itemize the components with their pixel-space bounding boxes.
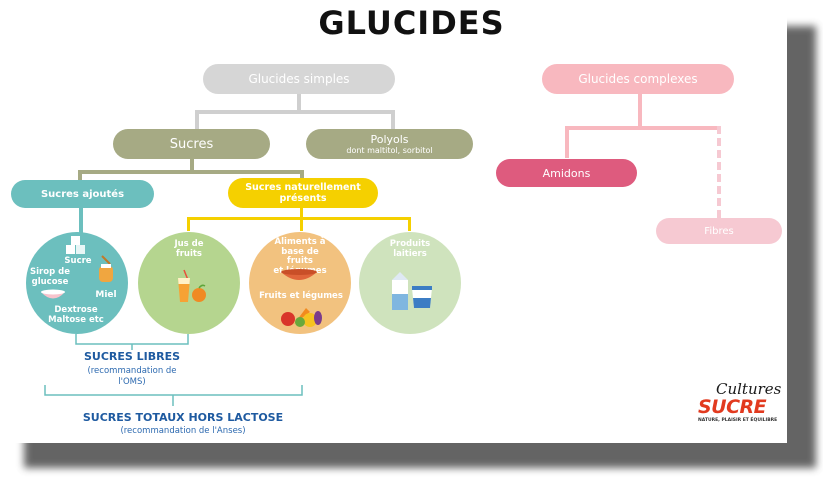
honey-jar-icon bbox=[99, 255, 113, 282]
circle-produits-laitiers bbox=[359, 232, 461, 334]
connector bbox=[78, 170, 304, 174]
node-glucides-simples: Glucides simples bbox=[203, 64, 395, 94]
connector bbox=[408, 217, 411, 231]
fruits-vegetables-icon bbox=[281, 308, 322, 327]
node-sucres-naturels: Sucres naturellement présents bbox=[228, 178, 378, 208]
connector bbox=[391, 110, 395, 130]
connector bbox=[187, 217, 190, 231]
label-sucre: Sucre bbox=[64, 256, 92, 266]
node-fibres: Fibres bbox=[656, 218, 782, 244]
connector bbox=[190, 159, 194, 173]
connector bbox=[297, 94, 301, 112]
connector bbox=[300, 206, 303, 218]
label-sucres-libres: SUCRES LIBRES bbox=[83, 350, 181, 363]
connector bbox=[300, 170, 304, 182]
syrup-bowl-icon bbox=[41, 289, 65, 299]
connector bbox=[78, 170, 82, 182]
page-title: GLUCIDES bbox=[318, 4, 505, 42]
connector bbox=[565, 126, 721, 130]
label-fruits-legumes: Fruits et légumes bbox=[259, 291, 343, 301]
node-sucres: Sucres bbox=[113, 129, 270, 159]
juice-glass-icon bbox=[178, 269, 206, 302]
logo-script: Cultures bbox=[716, 380, 782, 398]
connector bbox=[195, 110, 395, 114]
logo-cultures-sucre: Cultures SUCRE NATURE, PLAISIR ET ÉQUILI… bbox=[696, 380, 782, 438]
connector bbox=[565, 126, 569, 158]
soup-bowl-icon bbox=[281, 269, 317, 280]
sugar-cubes-icon bbox=[66, 236, 85, 254]
logo-word: SUCRE bbox=[698, 396, 767, 418]
node-polyols: Polyols dont maltitol, sorbitol bbox=[306, 129, 473, 159]
node-sucres-ajoutes: Sucres ajoutés bbox=[11, 180, 154, 208]
label-sucres-totaux: SUCRES TOTAUX HORS LACTOSE bbox=[82, 411, 284, 424]
label-dextrose: Dextrose Maltose etc bbox=[48, 305, 104, 325]
label-jus: Jus de fruits bbox=[174, 239, 204, 259]
connector bbox=[195, 110, 199, 130]
label-sirop: Sirop de glucose bbox=[30, 267, 70, 287]
connector bbox=[638, 93, 642, 129]
connector bbox=[79, 207, 83, 235]
label-sucres-libres-sub: (recommandation de l'OMS) bbox=[87, 366, 177, 387]
node-glucides-complexes: Glucides complexes bbox=[542, 64, 734, 94]
label-sucres-totaux-sub: (recommandation de l'Anses) bbox=[120, 426, 246, 436]
label-produits-laitiers: Produits laitiers bbox=[389, 239, 431, 259]
connector bbox=[187, 217, 411, 220]
label-miel: Miel bbox=[95, 290, 117, 300]
logo-tagline: NATURE, PLAISIR ET ÉQUILIBRE bbox=[698, 418, 778, 423]
node-amidons: Amidons bbox=[496, 159, 637, 187]
connector-dashed bbox=[717, 126, 721, 218]
connector bbox=[300, 217, 303, 231]
milk-carton-icon bbox=[392, 272, 432, 310]
